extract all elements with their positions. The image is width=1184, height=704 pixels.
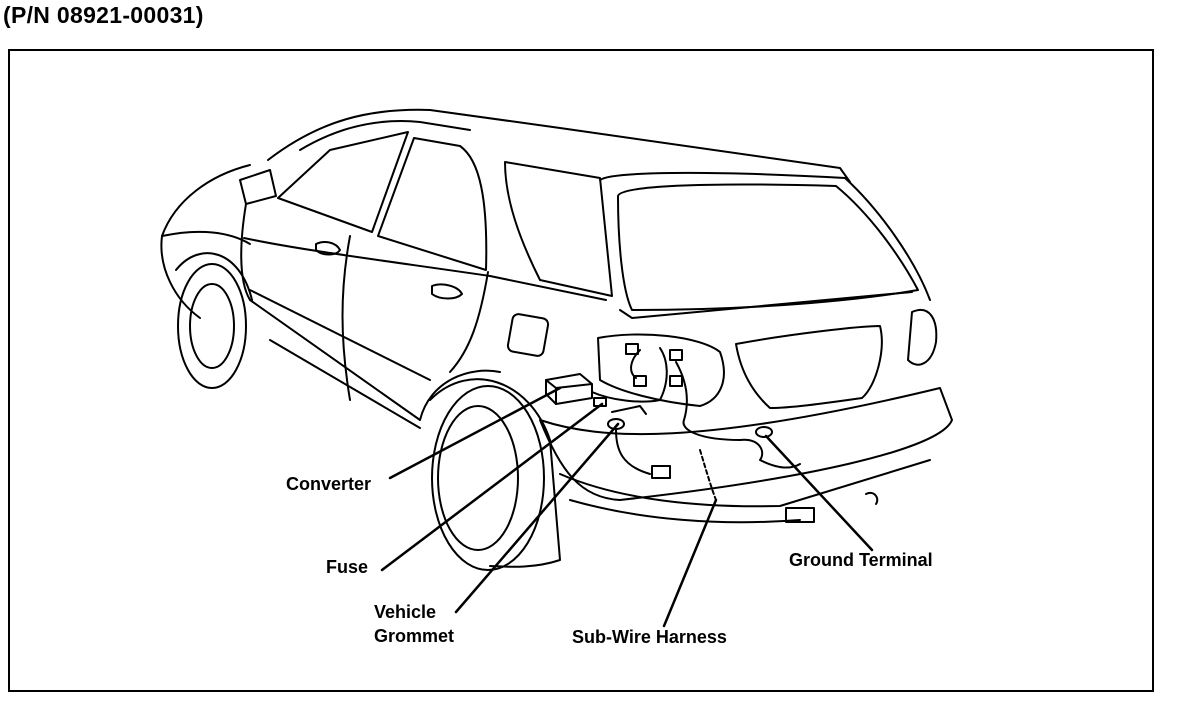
ground-terminal-post <box>755 426 773 438</box>
rear-wheel <box>431 385 545 571</box>
rear-door-window <box>377 137 488 271</box>
diagram-frame <box>8 49 1154 692</box>
label-converter: Converter <box>286 474 372 494</box>
trailer-hitch <box>785 507 815 523</box>
roof-line <box>267 108 851 183</box>
converter-leader <box>388 386 562 480</box>
fuse-leader <box>380 402 604 572</box>
left-tail-light <box>597 333 725 407</box>
grommet-leader <box>454 422 620 614</box>
front-wheel <box>177 263 247 389</box>
license-plate-recess <box>735 325 883 409</box>
label-ground-terminal: Ground Terminal <box>789 550 933 570</box>
rear-window <box>617 183 919 311</box>
right-tail-light <box>907 309 938 366</box>
quarter-window <box>504 161 613 297</box>
rear-bumper <box>539 387 953 501</box>
body-side <box>240 203 501 421</box>
label-vehicle-grommet: Vehicle Grommet <box>374 600 454 648</box>
label-vehicle-grommet-line2: Grommet <box>374 626 455 646</box>
wire-harness <box>591 347 668 403</box>
part-number-title: (P/N 08921-00031) <box>3 2 204 28</box>
label-fuse: Fuse <box>326 557 369 577</box>
side-mirror <box>239 169 277 205</box>
harness-leader <box>662 498 718 628</box>
converter-box <box>545 373 593 405</box>
rear-door-handle <box>431 283 463 300</box>
label-vehicle-grommet-line1: Vehicle <box>374 602 437 622</box>
fuel-door <box>506 313 550 357</box>
front-door-handle <box>315 241 341 256</box>
ground-leader <box>764 434 874 552</box>
front-fender <box>160 164 251 319</box>
front-door-window <box>277 131 409 233</box>
label-sub-wire-harness: Sub-Wire Harness <box>572 627 727 647</box>
